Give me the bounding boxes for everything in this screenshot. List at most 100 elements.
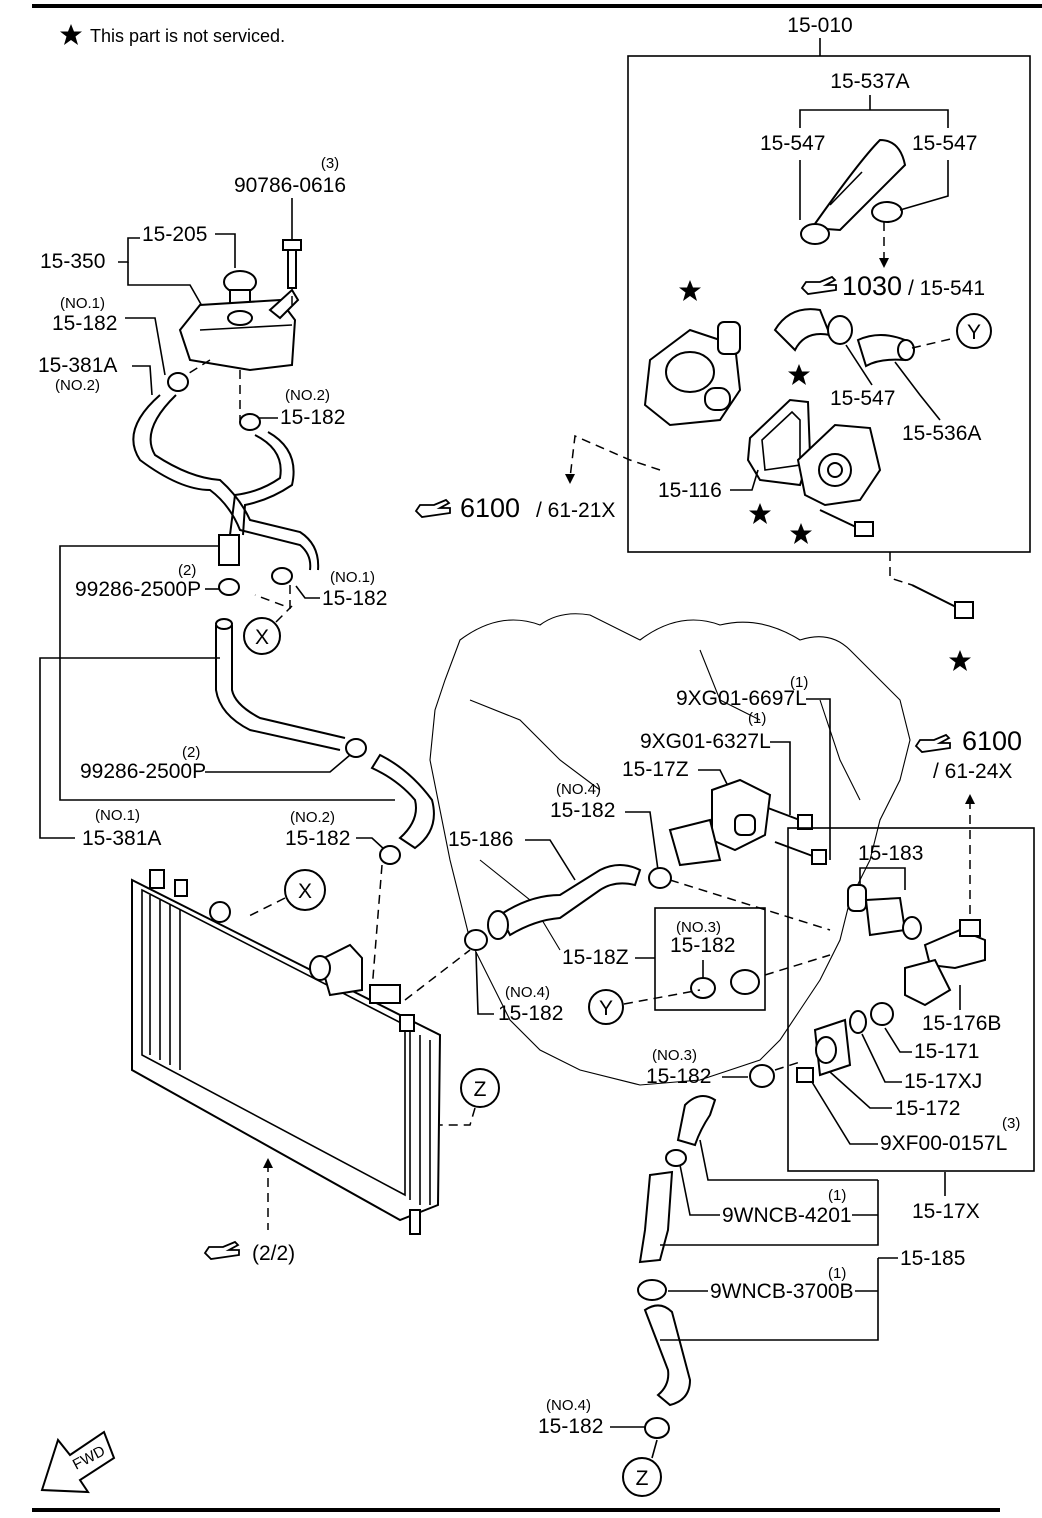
pointing-hand-icon [801,276,837,295]
bolt [811,849,827,865]
pointing-hand-icon [204,1241,240,1260]
no4-c: (NO.4) [546,1397,591,1414]
callout-circle-z [622,1457,662,1497]
no1-b: (NO.1) [330,569,375,586]
label-15-172: 15-172 [895,1097,960,1120]
reservoir-hose-no1 [229,434,282,536]
star-icon [60,24,82,45]
label-15-536a: 15-536A [902,422,981,445]
radiator [131,869,442,1235]
qty-6327: (1) [748,710,766,727]
thermostat [870,1002,894,1026]
hose-clamp [271,567,293,585]
label-15-182-b: 15-182 [280,406,345,429]
pointing-hand-icon [415,499,451,518]
no1-a: (NO.1) [60,295,105,312]
callout-circle-x [284,869,326,911]
label-15-18z: 15-18Z [562,946,629,969]
label-15-205: 15-205 [142,223,207,246]
no2-a: (NO.2) [55,377,100,394]
lower-hose-end [643,1304,692,1407]
ref-15-541: / 15-541 [908,277,985,300]
label-15-381a-b: 15-381A [82,827,161,850]
label-15-182-e: 15-182 [550,799,615,822]
qty-0157: (3) [1002,1115,1020,1132]
callout-circle-x [243,617,281,655]
label-15-17z: 15-17Z [622,758,689,781]
bolt [854,521,874,537]
label-15-182-h: 15-182 [646,1065,711,1088]
water-bypass-hose [498,864,642,937]
label-15-182-a: 15-182 [52,312,117,335]
lower-radiator-hose [638,1170,674,1264]
lower-hose-upper-section [676,1095,717,1147]
label-15-547-a: 15-547 [760,132,825,155]
label-15-116: 15-116 [658,479,722,502]
qty-3700: (1) [828,1265,846,1282]
label-9xf00-0157l: 9XF00-0157L [880,1132,1007,1155]
no3-b: (NO.3) [652,1047,697,1064]
no4-b: (NO.4) [505,984,550,1001]
star-icon [949,650,971,671]
label-15-185: 15-185 [900,1247,965,1270]
label-15-350: 15-350 [40,250,105,273]
hose-clamp [167,372,189,392]
label-15-547-b: 15-547 [912,132,977,155]
gasket [847,884,867,912]
clamp-kit-box [654,907,766,1011]
qty-6697: (1) [790,674,808,691]
hose-clamp [239,413,261,431]
label-15-182-d: 15-182 [285,827,350,850]
label-15-182-f: 15-182 [670,934,735,957]
label-15-182-c: 15-182 [322,587,387,610]
label-15-182-g: 15-182 [498,1002,563,1025]
ref-6100-a: 6100 [460,493,520,523]
circle-label-y-2: Y [599,997,613,1020]
label-9wncb-3700b: 9WNCB-3700B [710,1280,854,1303]
circle-label-y: Y [967,321,981,344]
ref-61-21x: / 61-21X [536,499,615,522]
qty-99286-a: (2) [178,562,196,579]
bypass-hose [810,138,907,232]
label-90786-0616: 90786-0616 [234,174,346,197]
hose-clamp [648,867,672,889]
ref-1030: 1030 [842,271,902,301]
pipe-15-183 [864,896,907,937]
circle-label-z-2: Z [636,1467,649,1490]
hose-clamp [730,969,760,995]
star-icon [679,280,701,301]
circle-label-x: X [255,626,269,649]
label-15-17x: 15-17X [912,1200,980,1223]
hose-clamp [800,223,830,245]
engine-outline [429,613,911,1086]
label-15-010: 15-010 [787,14,852,37]
coolant-reservoir [178,298,297,372]
hose-clamp [690,977,716,999]
circle-label-z: Z [474,1078,487,1101]
no3-a: (NO.3) [676,919,721,936]
hose-clamp [464,929,488,951]
radiator-hose-section [370,753,435,850]
qty-99286-b: (2) [182,744,200,761]
ref-2-2: (2/2) [252,1242,295,1265]
no2-c: (NO.2) [290,809,335,826]
qty-90786: (3) [321,155,339,172]
circle-label-x-radiator: X [298,880,312,903]
inlet-pipe [773,308,832,352]
label-15-171: 15-171 [914,1040,979,1063]
star-icon [790,523,812,544]
upper-radiator-hose [215,625,341,751]
callout-circle-y [956,313,992,349]
no2-b: (NO.2) [285,387,330,404]
callout-circle-z [460,1068,500,1108]
ref-6100-b: 6100 [962,726,1022,756]
thermostat-group-box [787,827,1035,1172]
hose-clamp [345,738,367,758]
hose-clamp [749,1064,775,1088]
label-15-183: 15-183 [858,842,923,865]
water-pump-group-box [627,55,1031,553]
label-9xg01-6697l: 9XG01-6697L [676,687,807,710]
star-icon [749,503,771,524]
hose-clamp [644,1417,670,1439]
